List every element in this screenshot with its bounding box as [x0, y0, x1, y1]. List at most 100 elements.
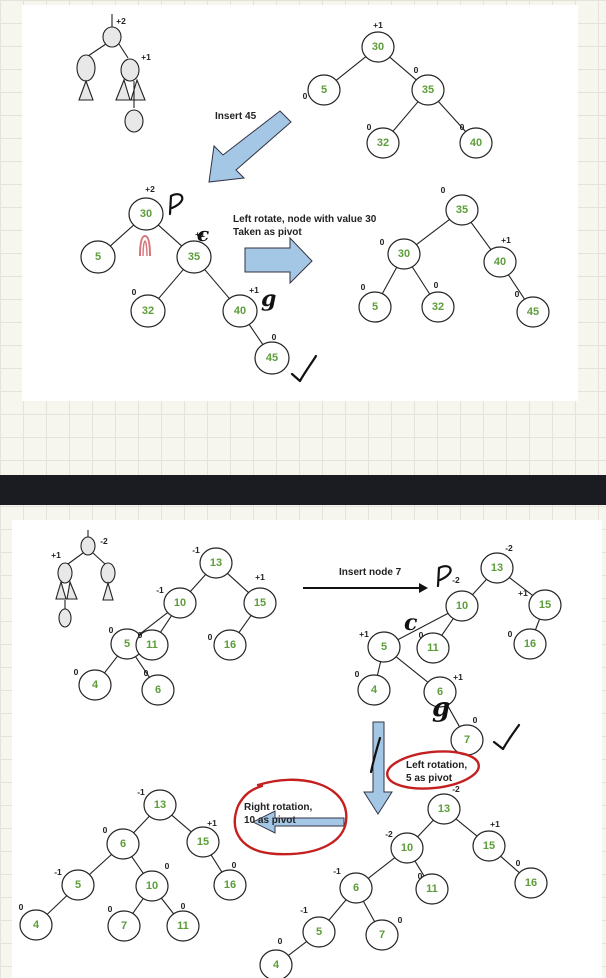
node-value: 6	[155, 684, 161, 696]
node-balance-factor: 0	[108, 904, 113, 914]
node-circle	[390, 832, 424, 864]
down-arrow-shape	[363, 721, 393, 815]
bottom-tree3-node-16: 160	[514, 858, 548, 899]
node-circle	[366, 127, 400, 159]
node-value: 35	[456, 204, 468, 216]
bottom-tree4-edge	[88, 853, 113, 876]
top-tree3-edge	[381, 266, 398, 295]
node-circle	[339, 872, 373, 904]
node-balance-factor: 0	[398, 915, 403, 925]
top-tree2-edge	[157, 224, 183, 247]
node-balance-factor: +2	[145, 184, 155, 194]
node-value: 13	[154, 799, 166, 811]
node-value: 35	[422, 84, 434, 96]
node-value: 5	[124, 638, 130, 650]
node-circle	[19, 909, 53, 941]
top-tree2-edge	[203, 268, 231, 300]
node-value: 4	[92, 679, 99, 691]
node-balance-factor: 0	[165, 861, 170, 871]
node-balance-factor: -1	[192, 545, 200, 555]
node-balance-factor: 0	[434, 280, 439, 290]
node-balance-factor: +1	[255, 572, 265, 582]
node-value: 15	[483, 840, 495, 852]
top-tree2-node-5: 5	[80, 240, 116, 274]
node-balance-factor: +1	[490, 819, 500, 829]
node-circle	[135, 870, 169, 902]
bottom-tree4-node-16: 16 0	[213, 860, 247, 901]
top-diagram-panel	[22, 5, 578, 401]
bottom-tree3-node-7: 70	[365, 915, 403, 951]
bottom-tree4-edge	[132, 897, 144, 915]
bottom-tree4-node-15: 15+1	[186, 818, 220, 858]
node-circle	[445, 194, 479, 226]
node-value: 16	[224, 879, 236, 891]
rotation-marker-icon	[139, 234, 151, 257]
node-balance-factor: 0	[515, 289, 520, 299]
node-balance-factor: 0	[138, 630, 143, 640]
bottom-tree4-node-13: 13-1	[137, 787, 177, 821]
bottom-tree4-node-10: 10 0	[135, 861, 170, 902]
node-balance-factor: 0	[232, 860, 237, 870]
node-balance-factor: +1	[207, 818, 217, 828]
bottom-tree1-node-15: 15 +1	[243, 572, 277, 619]
node-circle	[130, 294, 166, 328]
top-handwriting: c g	[168, 193, 318, 383]
node-circle	[421, 291, 455, 323]
rotate-label-line-2: Taken as pivot	[233, 227, 302, 238]
node-circle	[213, 869, 247, 901]
node-circle	[416, 632, 450, 664]
node-value: 5	[316, 926, 322, 938]
top-tree3-node-30: 300	[380, 237, 421, 270]
bottom-tree3-edge	[499, 855, 521, 874]
node-circle	[459, 127, 493, 159]
bottom-tree3-node-6: 6-1	[333, 866, 373, 904]
node-value: 6	[120, 838, 126, 850]
bottom-tree4-edge	[160, 897, 175, 915]
node-circle	[259, 949, 293, 978]
node-balance-factor: +1	[249, 285, 259, 295]
node-value: 40	[494, 256, 506, 268]
bottom-tree3-edge	[455, 818, 478, 837]
node-balance-factor: 0	[208, 632, 213, 642]
node-circle	[128, 197, 164, 231]
node-circle	[472, 830, 506, 862]
node-circle	[445, 590, 479, 622]
node-balance-factor: 0	[272, 332, 277, 342]
node-value: 10	[146, 880, 158, 892]
top-tree1-edge	[437, 100, 467, 133]
node-balance-factor: 0	[132, 287, 137, 297]
node-balance-factor: +1	[195, 229, 205, 239]
node-balance-factor: 0	[303, 91, 308, 101]
top-tree3-node-40: 40+1	[483, 235, 517, 278]
node-value: 15	[254, 597, 266, 609]
bottom-tree4-node-6: 60	[103, 825, 140, 860]
node-circle	[143, 789, 177, 821]
node-balance-factor: 0	[103, 825, 108, 835]
node-value: 7	[379, 929, 385, 941]
node-balance-factor: 0	[460, 122, 465, 132]
node-balance-factor: 0	[418, 871, 423, 881]
bottom-skeleton-child-balance: +1	[51, 550, 61, 560]
node-balance-factor: 0	[508, 629, 513, 639]
top-tree2-edge	[109, 224, 135, 247]
node-circle	[480, 552, 514, 584]
bottom-tree2-edge	[395, 655, 429, 684]
bottom-skeleton-tree: -2 +1	[51, 530, 116, 628]
node-value: 7	[121, 920, 127, 932]
bottom-tree1-node-11: 110	[135, 629, 169, 661]
bottom-tree2-node-6: 6+1	[423, 672, 463, 708]
node-value: 5	[372, 301, 378, 313]
top-tree1-node-35: 350	[411, 65, 445, 106]
top-skeleton-child-balance: +1	[141, 52, 151, 62]
node-circle	[514, 867, 548, 899]
node-circle	[135, 629, 169, 661]
node-value: 32	[377, 137, 389, 149]
node-value: 35	[188, 251, 200, 263]
bottom-tree4-node-4: 40	[19, 902, 53, 941]
node-value: 5	[321, 84, 327, 96]
node-circle	[528, 589, 562, 621]
node-circle	[483, 246, 517, 278]
bottom-tree2-edge	[441, 618, 454, 636]
bottom-tree4-node-7: 70	[107, 904, 141, 942]
